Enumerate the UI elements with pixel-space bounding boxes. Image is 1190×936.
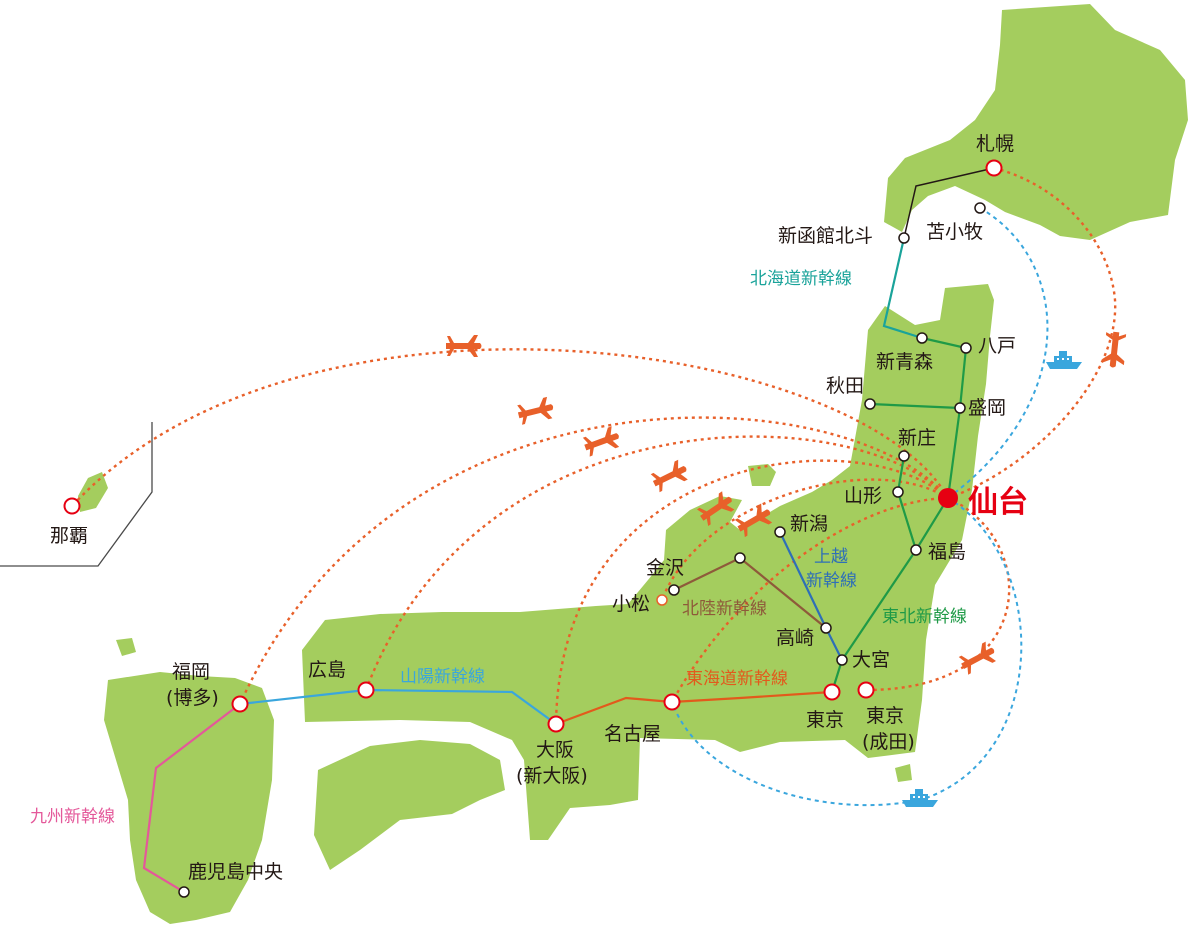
- shikoku-island: [314, 740, 505, 870]
- inset-frame: [0, 422, 153, 567]
- flight-routes: [71, 166, 1117, 725]
- label-kanazawa: 金沢: [646, 557, 684, 579]
- station-marker: [864, 398, 876, 410]
- label-shinaomori: 新青森: [876, 351, 933, 373]
- station-marker: [916, 332, 928, 344]
- label-osaka: 大阪: [536, 739, 574, 761]
- hokkaido-line: [882, 237, 923, 340]
- kyushu-island: [104, 672, 274, 924]
- label-hokuriku-line: 北陸新幹線: [682, 598, 767, 619]
- label-fukushima: 福島: [928, 541, 966, 563]
- japan-landmass: [78, 4, 1188, 924]
- station-marker: [547, 715, 565, 733]
- station-marker: [898, 232, 910, 244]
- small-island: [116, 638, 136, 656]
- station-marker: [663, 693, 681, 711]
- station-marker: [734, 552, 746, 564]
- label-akita: 秋田: [826, 375, 864, 397]
- airplane-icon: [515, 396, 556, 426]
- label-nagoya: 名古屋: [604, 723, 661, 745]
- label-yamagata: 山形: [844, 485, 882, 507]
- station-marker: [836, 654, 848, 666]
- station-marker: [954, 402, 966, 414]
- label-hub: 仙台: [968, 485, 1028, 520]
- label-sanyo-line: 山陽新幹線: [400, 666, 485, 687]
- station-marker: [892, 486, 904, 498]
- sanyo-line: [239, 688, 557, 725]
- label-omiya: 大宮: [852, 649, 890, 671]
- label-kyushu-line: 九州新幹線: [30, 806, 115, 827]
- label-shinhakodate: 新函館北斗: [778, 225, 873, 247]
- label-morioka: 盛岡: [968, 397, 1006, 419]
- station-marker: [820, 622, 832, 634]
- label-naha: 那覇: [50, 525, 88, 547]
- label-joetsu-line-2: 新幹線: [806, 570, 857, 591]
- airplane-icon: [957, 639, 1000, 677]
- station-marker: [960, 342, 972, 354]
- airplane-icon: [1101, 330, 1128, 369]
- label-tohoku-line: 東北新幹線: [882, 606, 967, 627]
- label-komatsu: 小松: [612, 593, 650, 615]
- label-joetsu-line: 上越: [814, 547, 848, 567]
- label-tokaido-line: 東海道新幹線: [686, 668, 788, 689]
- label-hokkaido-line: 北海道新幹線: [750, 268, 852, 289]
- station-marker: [857, 681, 875, 699]
- hub-marker: [938, 488, 958, 508]
- city-labels: 札幌 苫小牧 新函館北斗 新青森 八戸 秋田 盛岡 新庄 山形 福島 新潟 金沢…: [50, 133, 1028, 883]
- station-marker: [178, 886, 190, 898]
- label-takasaki: 高崎: [776, 627, 814, 649]
- station-marker: [656, 594, 668, 606]
- station-marker: [231, 695, 249, 713]
- ferry-icon: [902, 789, 938, 807]
- okinawa-island: [78, 472, 108, 512]
- label-shinjo: 新庄: [898, 427, 936, 449]
- ferry-icon: [1046, 351, 1082, 369]
- hokkaido-island: [884, 4, 1188, 240]
- station-marker: [774, 526, 786, 538]
- izu-island: [895, 764, 912, 782]
- station-marker: [910, 544, 922, 556]
- station-marker: [823, 683, 841, 701]
- label-tokyo: 東京: [806, 709, 844, 731]
- label-niigata: 新潟: [790, 513, 828, 535]
- sapporo-link: [903, 167, 995, 239]
- kyushu-line: [142, 703, 241, 893]
- line-labels: 北海道新幹線 上越 新幹線 北陸新幹線 東北新幹線 東海道新幹線 山陽新幹線 九…: [30, 268, 967, 827]
- stations: [63, 159, 1003, 898]
- station-marker: [974, 202, 986, 214]
- station-marker: [985, 159, 1003, 177]
- label-hachinohe: 八戸: [978, 335, 1016, 357]
- label-narita-sub: (成田): [862, 731, 915, 753]
- sado-island: [748, 464, 776, 486]
- station-marker: [357, 681, 375, 699]
- label-osaka-sub: (新大阪): [516, 765, 588, 787]
- honshu-island: [302, 284, 994, 840]
- label-fukuoka-sub: (博多): [166, 687, 219, 709]
- label-sapporo: 札幌: [976, 133, 1014, 155]
- label-hiroshima: 広島: [308, 659, 346, 681]
- label-kagoshima: 鹿児島中央: [188, 861, 283, 883]
- ferry-routes: [671, 207, 1049, 807]
- airplane-icon: [446, 335, 482, 357]
- label-narita: 東京: [866, 705, 904, 727]
- station-marker: [898, 450, 910, 462]
- akita-line: [869, 402, 961, 410]
- station-marker: [63, 497, 81, 515]
- airplane-icon: [649, 458, 691, 494]
- label-tomakomai: 苫小牧: [926, 221, 983, 243]
- label-fukuoka: 福岡: [172, 661, 210, 683]
- station-marker: [668, 584, 680, 596]
